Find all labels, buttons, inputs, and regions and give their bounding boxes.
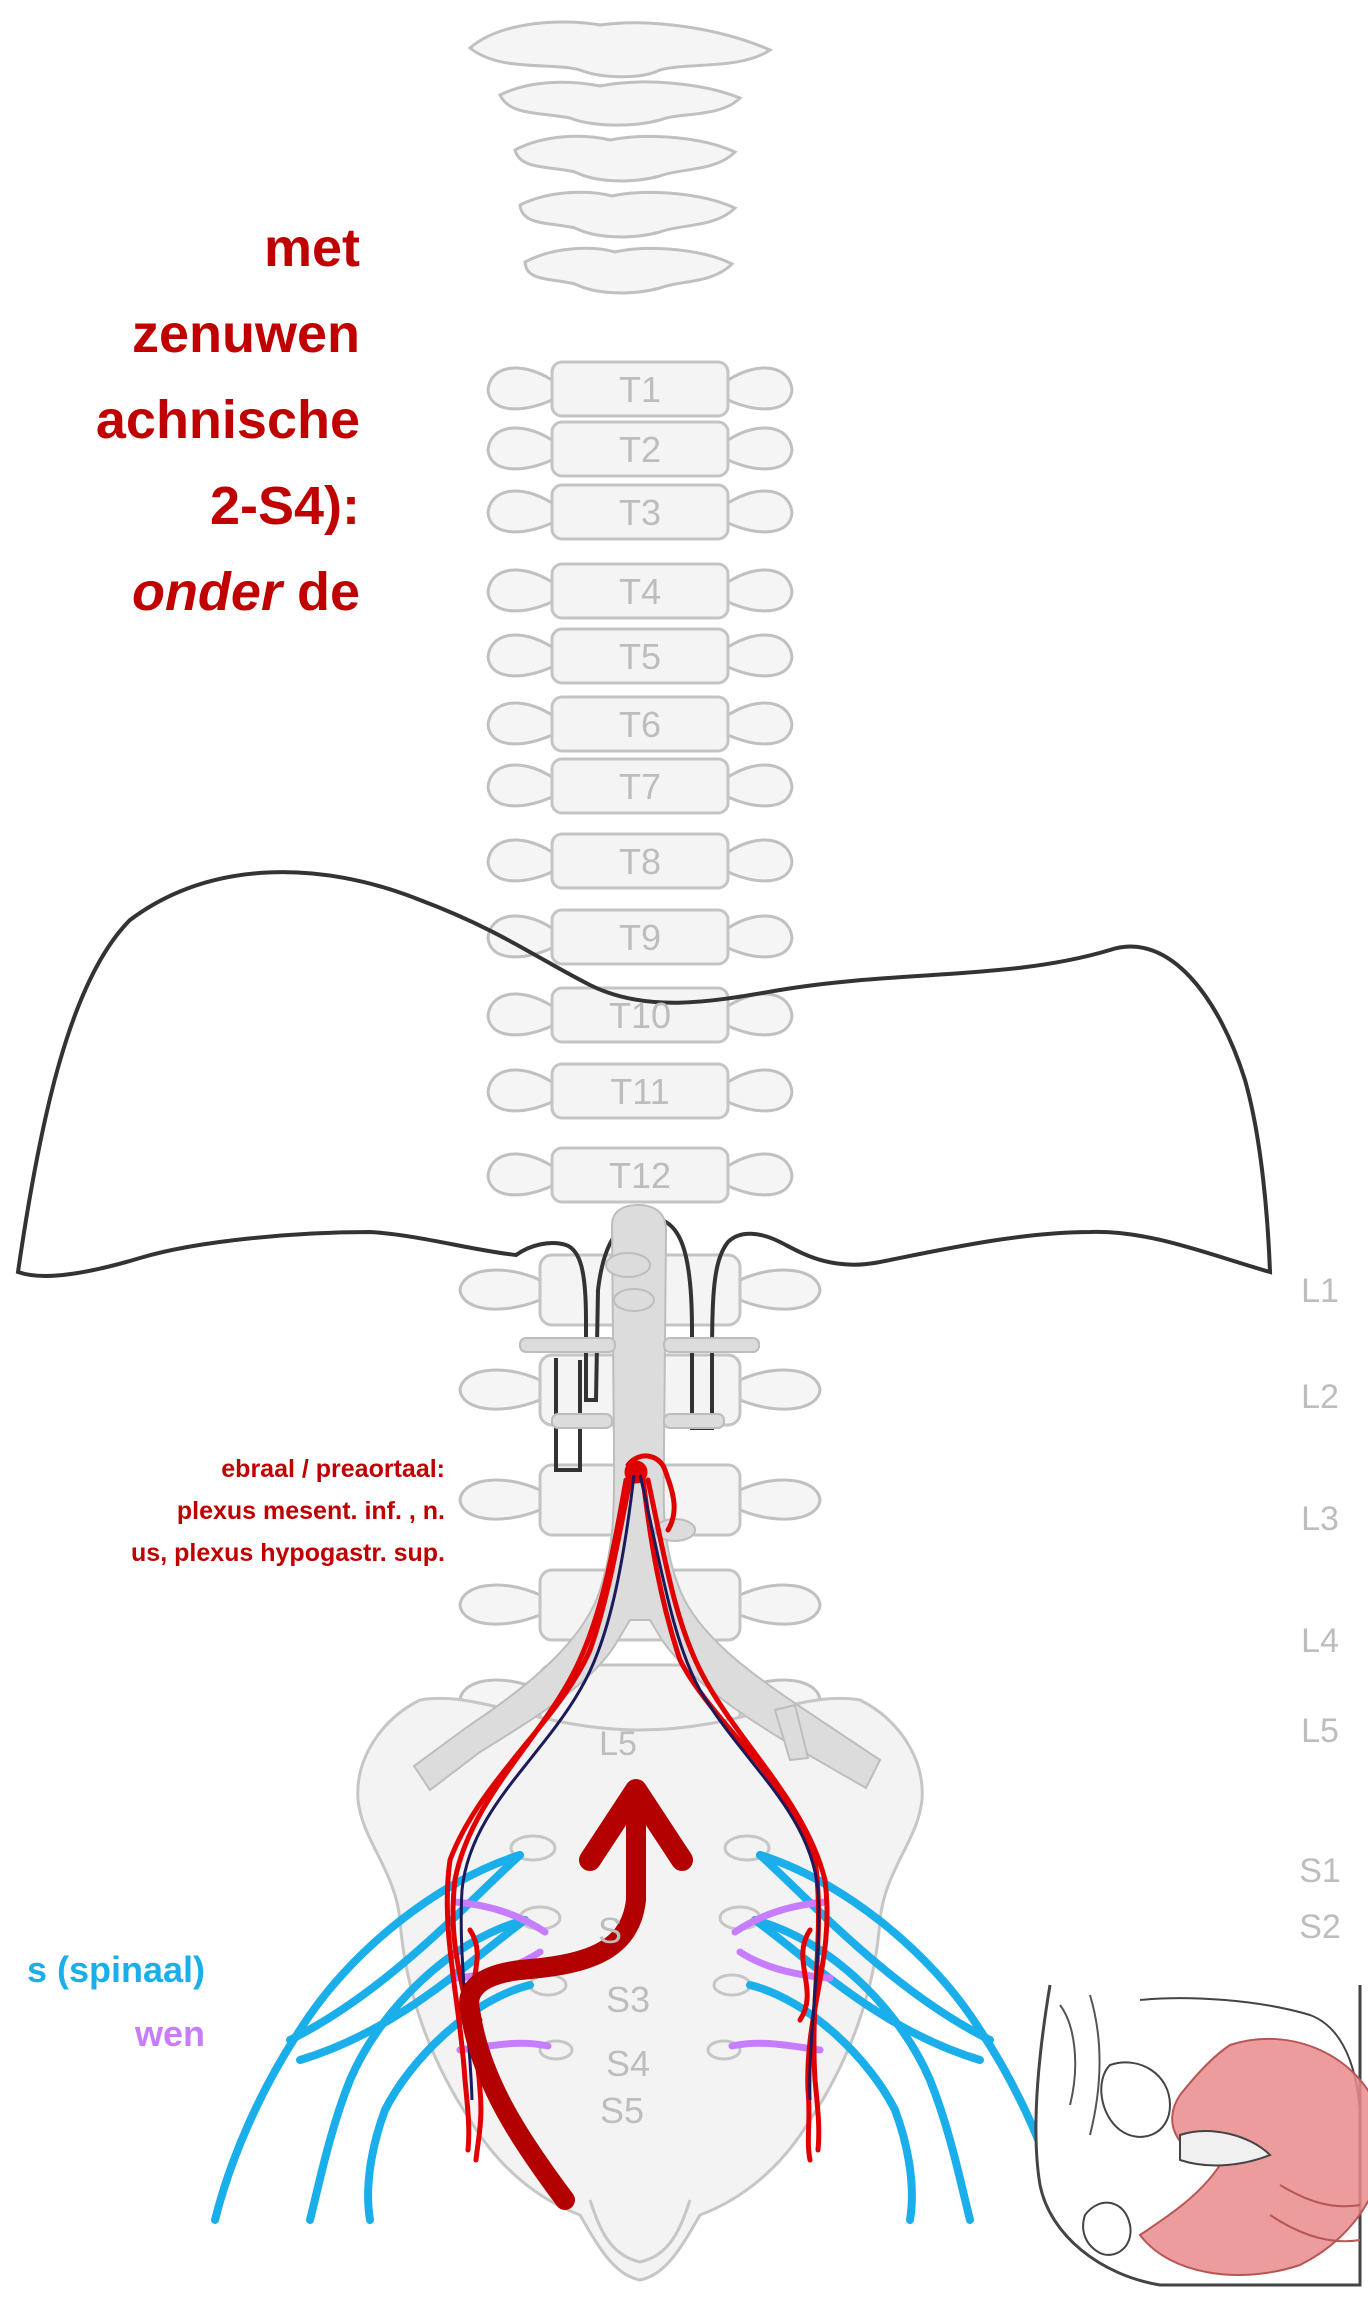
sacral-label: S [598, 1910, 622, 1951]
thoracic-label: T12 [609, 1155, 671, 1196]
right-label-l2: L2 [1290, 1378, 1350, 1417]
rib-stub [728, 368, 792, 409]
rib-stub [728, 1070, 792, 1111]
thoracic-label: T4 [619, 571, 661, 612]
rib-stub [488, 703, 552, 744]
rib-stub [728, 765, 792, 806]
transverse-process [460, 1585, 540, 1624]
thoracic-label: T9 [619, 917, 661, 958]
heading-line-3: achnische [0, 377, 360, 463]
preaortic-note: ebraal / preaortaal: plexus mesent. inf.… [0, 1448, 445, 1574]
thoracic-label: T6 [619, 704, 661, 745]
rib-stub [488, 570, 552, 611]
sacral-label: S3 [606, 1979, 650, 2020]
heading-text: met zenuwen achnische 2-S4): onder de [0, 205, 360, 635]
thoracic-label: T3 [619, 492, 661, 533]
sacral-label: S4 [606, 2043, 650, 2084]
transverse-process [740, 1585, 820, 1624]
thoracic-label: T5 [619, 636, 661, 677]
cervical-vertebrae [470, 22, 770, 293]
rib-stub [488, 428, 552, 469]
rib-stub [488, 491, 552, 532]
transverse-process [740, 1270, 820, 1309]
thoracic-label: T7 [619, 766, 661, 807]
legend: s (spinaal) wen [0, 1938, 205, 2066]
thoracic-label: T11 [610, 1071, 669, 1112]
thoracic-label: T2 [619, 429, 661, 470]
right-label-s2: S2 [1290, 1908, 1350, 1947]
rib-stub [728, 635, 792, 676]
transverse-process [740, 1370, 820, 1409]
rib-stub [488, 1070, 552, 1111]
rib-stub [728, 916, 792, 957]
thoracic-label: T10 [609, 995, 671, 1036]
rib-stub [728, 840, 792, 881]
heading-line-1: met [0, 205, 360, 291]
rib-stub [488, 840, 552, 881]
rib-stub [728, 994, 792, 1035]
heading-line-5: onder de [0, 549, 360, 635]
preaortic-line-3: us, plexus hypogastr. sup. [0, 1532, 445, 1574]
transverse-process [460, 1480, 540, 1519]
legend-splanchnic: wen [0, 2002, 205, 2066]
transverse-process [460, 1270, 540, 1309]
transverse-process [460, 1370, 540, 1409]
rib-stub [728, 428, 792, 469]
transverse-process [740, 1480, 820, 1519]
thoracic-label: T8 [619, 841, 661, 882]
rib-stub [488, 765, 552, 806]
rib-stub [488, 994, 552, 1035]
preaortic-line-2: plexus mesent. inf. , n. [0, 1490, 445, 1532]
right-label-s1: S1 [1290, 1852, 1350, 1891]
sacral-label: S5 [600, 2090, 644, 2131]
right-label-l5: L5 [1290, 1712, 1350, 1751]
rib-stub [488, 368, 552, 409]
legend-spinal: s (spinaal) [0, 1938, 205, 2002]
preaortic-line-1: ebraal / preaortaal: [0, 1448, 445, 1490]
heading-line-4: 2-S4): [0, 463, 360, 549]
rib-stub [728, 703, 792, 744]
pelvis-sagittal-inset [1036, 1985, 1368, 2285]
heading-line-2: zenuwen [0, 291, 360, 377]
rib-stub [728, 1154, 792, 1195]
rib-stub [488, 635, 552, 676]
right-label-l3: L3 [1290, 1500, 1350, 1539]
right-label-l1: L1 [1290, 1272, 1350, 1311]
right-label-l4: L4 [1290, 1622, 1350, 1661]
thoracic-label: T1 [619, 369, 661, 410]
l5-spine-label: L5 [599, 1725, 637, 1763]
heading-italic: onder [132, 562, 282, 622]
heading-rest: de [282, 562, 360, 622]
rib-stub [488, 1154, 552, 1195]
rib-stub [728, 491, 792, 532]
rib-stub [728, 570, 792, 611]
